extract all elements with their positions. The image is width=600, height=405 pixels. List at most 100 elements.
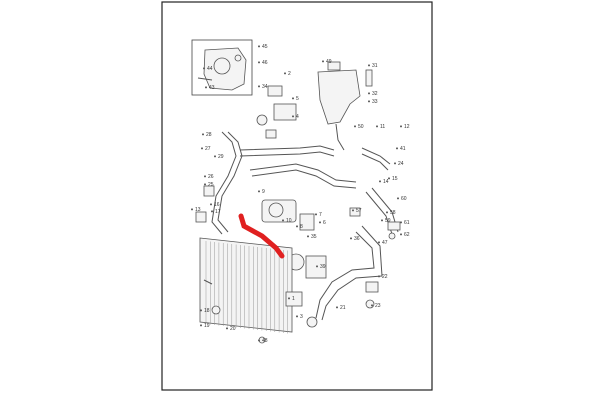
callout-label: 32 xyxy=(372,91,378,97)
callout-label: 60 xyxy=(401,196,407,202)
callout-label: 27 xyxy=(205,146,211,152)
callout-label: 15 xyxy=(392,176,398,182)
callout-label: 58 xyxy=(390,210,396,216)
callout-dot xyxy=(284,72,286,75)
callout-dot xyxy=(211,210,213,213)
callout-dot xyxy=(292,97,294,100)
callout-label: 5 xyxy=(296,96,299,102)
callout-label: 12 xyxy=(404,124,410,130)
callout-label: 35 xyxy=(311,234,317,240)
callout-dot xyxy=(204,183,206,186)
callout-label: 28 xyxy=(206,132,212,138)
callout-label: 29 xyxy=(218,154,224,160)
callout-dot xyxy=(352,209,354,212)
thermostat-housing xyxy=(256,85,297,139)
callout-dot xyxy=(381,219,383,222)
callout-label: 21 xyxy=(340,305,346,311)
callout-dot xyxy=(350,237,352,240)
callout-label: 3 xyxy=(300,314,303,320)
callout-dot xyxy=(214,155,216,158)
callout-label: 1 xyxy=(292,296,295,302)
callout-label: 6 xyxy=(323,220,326,226)
callout-label: 39 xyxy=(320,264,326,270)
callout-dot xyxy=(201,147,203,150)
callout-dot xyxy=(282,219,284,222)
callout-dot xyxy=(204,175,206,178)
callout-dot xyxy=(371,304,373,307)
callout-dot xyxy=(376,125,378,128)
callout-dot xyxy=(292,115,294,118)
callout-dot xyxy=(400,233,402,236)
callout-dot xyxy=(368,92,370,95)
callout-label: 22 xyxy=(382,274,388,280)
callout-label: 62 xyxy=(404,232,410,238)
callout-dot xyxy=(205,86,207,89)
expansion-tank xyxy=(317,61,373,151)
callout-dot xyxy=(191,208,193,211)
callout-label: 13 xyxy=(195,207,201,213)
callout-label: 23 xyxy=(375,303,381,309)
callout-label: 18 xyxy=(204,308,210,314)
callout-dot xyxy=(336,306,338,309)
callout-dot xyxy=(296,225,298,228)
callout-label: 17 xyxy=(215,209,221,215)
callout-dot xyxy=(386,211,388,214)
callout-dot xyxy=(258,85,260,88)
callout-label: 41 xyxy=(400,146,406,152)
callout-label: 11 xyxy=(380,124,385,130)
callout-dot xyxy=(368,100,370,103)
callout-dot xyxy=(200,324,202,327)
callout-dot xyxy=(378,241,380,244)
callout-dot xyxy=(354,125,356,128)
callout-label: 59 xyxy=(385,218,391,224)
callout-label: 61 xyxy=(404,220,410,226)
callout-dot xyxy=(210,203,212,206)
callout-dot xyxy=(397,197,399,200)
callout-dot xyxy=(203,67,205,70)
callout-label: 25 xyxy=(208,182,214,188)
callout-label: 20 xyxy=(230,326,236,332)
callout-dot xyxy=(316,265,318,268)
callout-label: 43 xyxy=(209,85,215,91)
callout-label: 34 xyxy=(262,84,268,90)
callout-label: 4 xyxy=(296,114,299,120)
callout-label: 24 xyxy=(398,161,404,167)
callout-label: 57 xyxy=(356,208,362,214)
callout-dot xyxy=(258,339,260,342)
callout-dot xyxy=(288,297,290,300)
callout-dot xyxy=(258,45,260,48)
callout-label: 36 xyxy=(354,236,360,242)
callout-label: 49 xyxy=(326,59,332,65)
radiator-fins xyxy=(205,241,288,334)
callout-label: 2 xyxy=(288,71,291,77)
callout-label: 44 xyxy=(207,66,213,72)
callout-label: 7 xyxy=(319,212,322,218)
callout-dot xyxy=(258,61,260,64)
callout-label: 19 xyxy=(204,323,210,329)
callout-dot xyxy=(378,275,380,278)
callout-label: 14 xyxy=(383,179,389,185)
callout-dot xyxy=(379,180,381,183)
callout-label: 45 xyxy=(262,44,268,50)
callout-label: 46 xyxy=(262,60,268,66)
callout-dot xyxy=(202,133,204,136)
callout-dot xyxy=(400,125,402,128)
callout-label: 47 xyxy=(382,240,388,246)
callout-label: 16 xyxy=(214,202,220,208)
callout-dot xyxy=(258,190,260,193)
callout-dot xyxy=(307,235,309,238)
callout-label: 33 xyxy=(372,99,378,105)
callout-dot xyxy=(296,315,298,318)
lower-hose xyxy=(306,225,383,328)
callout-label: 26 xyxy=(208,174,214,180)
inset-detail-box xyxy=(191,39,253,96)
callout-dot xyxy=(400,221,402,224)
callout-dot xyxy=(388,177,390,180)
callout-dot xyxy=(368,64,370,67)
callout-label: 48 xyxy=(262,338,268,344)
callout-dot xyxy=(322,60,324,63)
callout-label: 8 xyxy=(300,224,303,230)
